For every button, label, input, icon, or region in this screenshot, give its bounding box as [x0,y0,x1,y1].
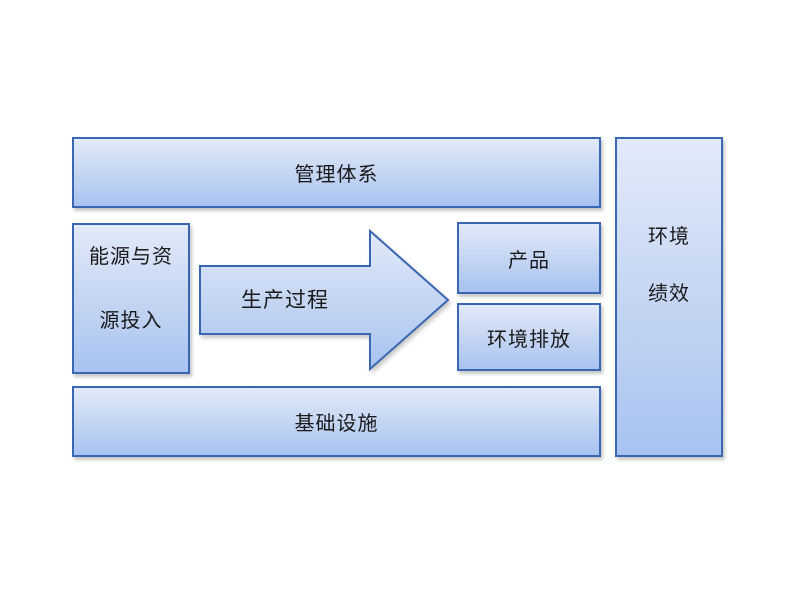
environmental-emission-box: 环境排放 [457,303,601,371]
management-system-box: 管理体系 [72,137,601,208]
arrow-shape [199,228,450,372]
environmental-performance-label-line1: 环境 [648,223,690,248]
energy-resource-input-label-line1: 能源与资 [89,243,173,268]
management-system-label: 管理体系 [294,162,379,186]
environmental-performance-box: 环境 绩效 [615,137,723,457]
energy-resource-input-label-line2: 源投入 [99,307,163,332]
infrastructure-box: 基础设施 [72,386,601,457]
product-box: 产品 [457,222,601,294]
energy-resource-input-box: 能源与资 源投入 [72,223,190,374]
environmental-emission-label: 环境排放 [487,326,571,351]
infrastructure-label: 基础设施 [294,411,379,435]
product-label: 产品 [508,247,550,272]
environmental-performance-label-line2: 绩效 [648,280,690,305]
production-process-arrow [199,228,450,372]
production-process-label: 生产过程 [241,287,329,312]
